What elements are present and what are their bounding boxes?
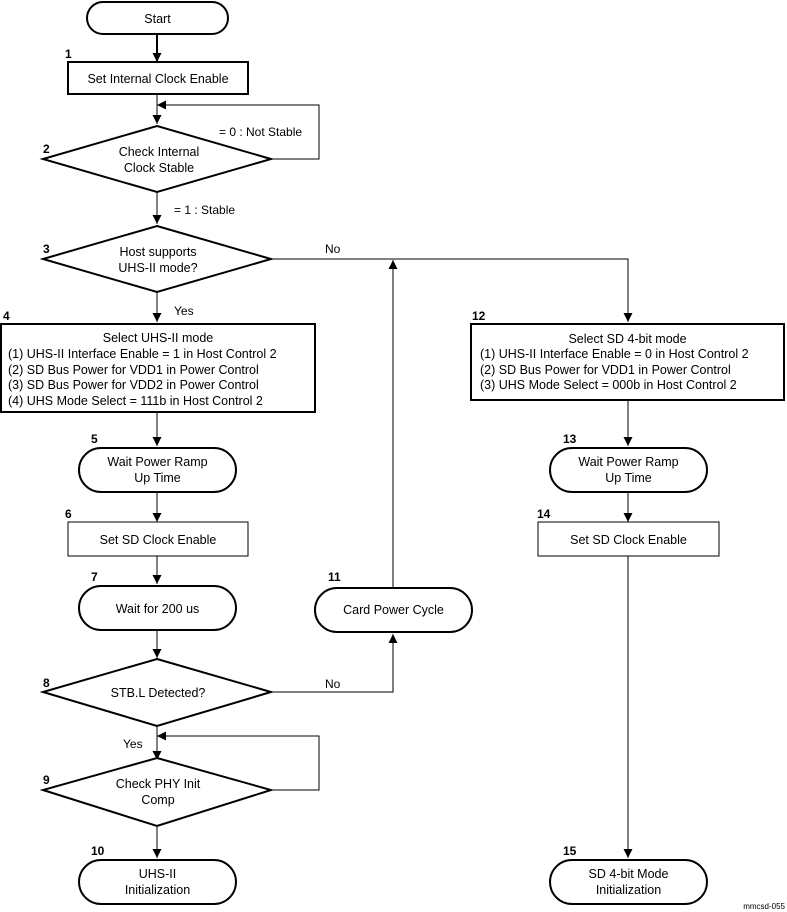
label-stable: = 1 : Stable	[174, 203, 235, 217]
node-start: Start	[86, 1, 229, 35]
edge-8-to-11	[271, 634, 398, 693]
node-text: STB.L Detected?	[111, 686, 206, 700]
node-text: SD 4-bit Mode	[589, 867, 669, 881]
step-number: 7	[91, 570, 98, 584]
node-14: 14 Set SD Clock Enable	[537, 507, 720, 557]
step-number: 11	[328, 570, 341, 584]
node-text: Wait for 200 us	[116, 602, 200, 616]
label-3-yes: Yes	[174, 304, 194, 318]
node-9: 9 Check PHY Init Comp	[39, 756, 275, 828]
edge-3-to-12	[271, 258, 633, 322]
node-text: (3) SD Bus Power for VDD2 in Power Contr…	[8, 378, 259, 392]
edge-9-loop	[157, 731, 320, 791]
step-number: 1	[65, 47, 72, 61]
node-text: Check PHY Init	[116, 777, 201, 791]
node-10: 10 UHS-II Initialization	[78, 844, 237, 905]
node-text: Select UHS-II mode	[103, 331, 214, 345]
step-number: 9	[43, 773, 50, 787]
step-number: 3	[43, 242, 50, 256]
step-number: 12	[472, 309, 486, 323]
node-text: Comp	[141, 793, 174, 807]
edge-labels: = 0 : Not Stable = 1 : Stable No Yes No …	[123, 125, 341, 751]
node-text: (2) SD Bus Power for VDD1 in Power Contr…	[8, 363, 259, 377]
node-2: 2 Check Internal Clock Stable	[39, 124, 275, 194]
node-text: (2) SD Bus Power for VDD1 in Power Contr…	[480, 363, 731, 377]
step-number: 2	[43, 142, 50, 156]
node-13: 13 Wait Power Ramp Up Time	[549, 432, 708, 493]
node-text: Clock Stable	[124, 161, 194, 175]
node-6: 6 Set SD Clock Enable	[65, 507, 249, 557]
node-text: UHS-II	[139, 867, 177, 881]
step-number: 8	[43, 676, 50, 690]
label-3-no: No	[325, 242, 341, 256]
node-1: 1 Set Internal Clock Enable	[65, 47, 249, 95]
label-8-yes: Yes	[123, 737, 143, 751]
node-text: (3) UHS Mode Select = 000b in Host Contr…	[480, 378, 737, 392]
step-number: 13	[563, 432, 577, 446]
node-text: Wait Power Ramp	[107, 455, 207, 469]
node-text: Set SD Clock Enable	[100, 533, 217, 547]
node-text: (1) UHS-II Interface Enable = 1 in Host …	[8, 347, 277, 361]
node-7: 7 Wait for 200 us	[78, 570, 237, 631]
node-text: Up Time	[134, 471, 181, 485]
node-text: Wait Power Ramp	[578, 455, 678, 469]
step-number: 6	[65, 507, 72, 521]
node-12: 12 Select SD 4-bit mode (1) UHS-II Inter…	[470, 309, 785, 401]
node-text: Select SD 4-bit mode	[568, 332, 686, 346]
node-text: Set SD Clock Enable	[570, 533, 687, 547]
edges	[152, 34, 633, 858]
node-start-text: Start	[144, 12, 171, 26]
node-text: (4) UHS Mode Select = 111b in Host Contr…	[8, 394, 263, 408]
node-5: 5 Wait Power Ramp Up Time	[78, 432, 237, 493]
node-text: Card Power Cycle	[343, 603, 444, 617]
node-text: UHS-II mode?	[118, 261, 197, 275]
node-text: (1) UHS-II Interface Enable = 0 in Host …	[480, 347, 749, 361]
node-text: Check Internal	[119, 145, 200, 159]
step-number: 10	[91, 844, 105, 858]
node-text: Initialization	[596, 883, 661, 897]
node-8: 8 STB.L Detected?	[39, 657, 275, 728]
label-not-stable: = 0 : Not Stable	[219, 125, 302, 139]
node-11: 11 Card Power Cycle	[314, 570, 473, 633]
figure-id-tag: mmcsd-055	[743, 902, 785, 911]
step-number: 4	[3, 309, 10, 323]
node-4: 4 Select UHS-II mode (1) UHS-II Interfac…	[0, 309, 316, 413]
step-number: 14	[537, 507, 551, 521]
node-text: Up Time	[605, 471, 652, 485]
node-text: Set Internal Clock Enable	[87, 72, 228, 86]
node-text: Host supports	[119, 245, 196, 259]
step-number: 5	[91, 432, 98, 446]
step-number: 15	[563, 844, 577, 858]
node-15: 15 SD 4-bit Mode Initialization	[549, 844, 708, 905]
node-3: 3 Host supports UHS-II mode?	[39, 224, 275, 294]
label-8-no: No	[325, 677, 341, 691]
edge-2-loop-not-stable	[157, 100, 320, 160]
node-text: Initialization	[125, 883, 190, 897]
